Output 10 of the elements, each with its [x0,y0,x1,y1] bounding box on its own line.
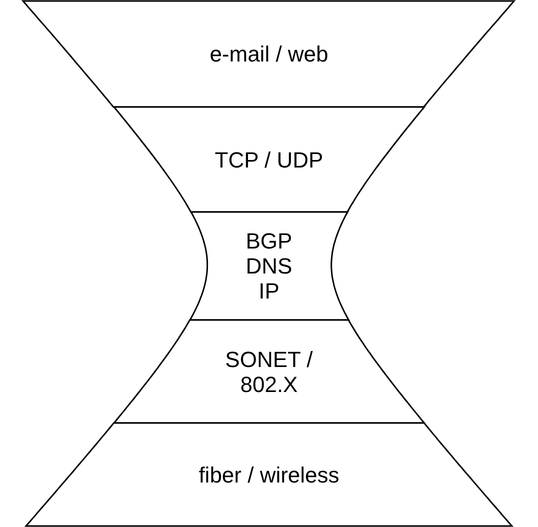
layer-label: e-mail / web [208,42,330,66]
layer-band [26,423,512,526]
layer-band [190,212,348,320]
layer-band [114,320,424,423]
layer-label: SONET / 802.X [224,346,314,396]
layer-label: TCP / UDP [214,147,324,172]
layer-label: fiber / wireless [198,462,340,487]
layer-label: BGP DNS IP [244,228,294,304]
layer-band [23,1,515,107]
layer-band [114,107,424,212]
